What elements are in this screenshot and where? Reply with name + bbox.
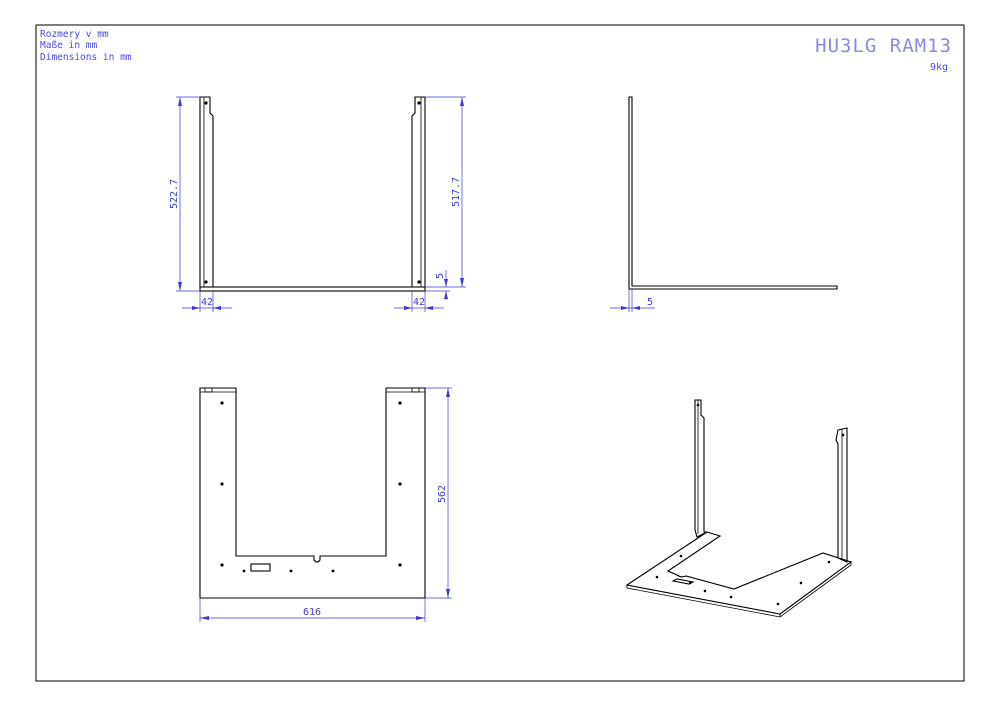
dim-plan-depth: 562 [437,485,448,503]
front-view: 522.7 517.7 5 42 42 [169,96,466,312]
left-upright [199,96,214,288]
units-note-de: Maße in mm [40,40,97,51]
dim-plan-width: 616 [303,607,321,618]
dim-left-flange: 42 [201,297,213,308]
dim-left-height: 522.7 [169,179,180,209]
isometric-view [625,399,853,618]
right-upright [411,96,426,288]
plan-view: 562 616 [199,387,452,622]
plan-outline [199,387,426,599]
dim-right-flange: 42 [413,297,425,308]
plan-slot [250,563,271,572]
iso-right-upright [835,427,848,563]
drawing-weight: 9kg [930,62,948,73]
dim-base-thickness: 5 [435,273,446,279]
iso-base-plate [625,531,853,615]
dim-side-thickness: 5 [647,297,653,308]
sheet-border [35,24,965,682]
units-note-cz: Rozmery v mm [40,29,109,40]
side-profile [628,96,838,290]
drawing-title: HU3LG RAM13 [815,35,952,57]
iso-slot [671,578,695,585]
dim-right-height: 517.7 [451,177,462,207]
side-view: 5 [610,96,838,312]
units-note-en: Dimensions in mm [40,52,132,63]
iso-left-upright [694,399,708,538]
base-plate [199,286,426,292]
